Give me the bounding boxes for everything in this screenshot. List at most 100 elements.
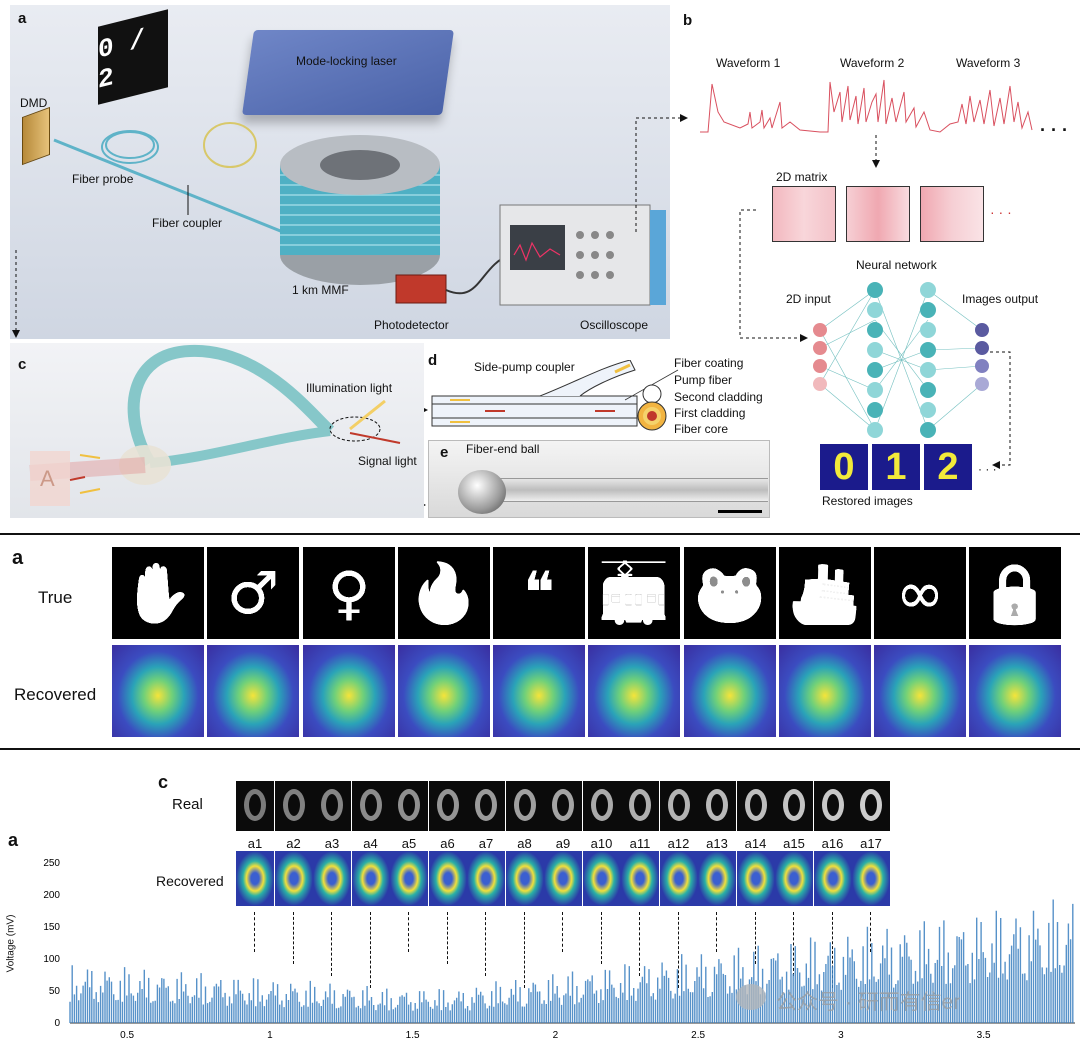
real-frame-shape: [667, 789, 690, 821]
side-pump-coupler-drawing: [431, 360, 679, 431]
matrix-2: [846, 186, 910, 242]
frame-label: a15: [783, 836, 805, 851]
frame-arrow: [408, 912, 409, 952]
real-frame-shape: [590, 789, 613, 821]
real-frame-shape: [513, 789, 536, 821]
recovered-fire: [398, 645, 490, 737]
y-tick-label: 200: [43, 890, 60, 901]
legend-coating: Fiber coating: [674, 356, 744, 370]
recovered-frame: [467, 851, 505, 906]
mmf-label: 1 km MMF: [292, 283, 349, 297]
fiber-end-ball: [458, 470, 506, 514]
real-frame: [659, 781, 698, 831]
real-frame-shape: [552, 789, 574, 821]
frame-label: a17: [860, 836, 882, 851]
recovered-frame: [852, 851, 890, 906]
recovered-frame: [313, 851, 351, 906]
panel-c-letter: c: [18, 356, 27, 373]
frame-arrow: [870, 912, 871, 952]
frame-label: a14: [744, 836, 767, 851]
real-frame-shape: [706, 789, 728, 821]
real-frame-shape: [744, 789, 767, 821]
true-label: True: [38, 588, 73, 607]
real-frame-shape: [629, 789, 651, 821]
recovered-seq-label: Recovered: [156, 873, 224, 889]
real-frame: [351, 781, 390, 831]
legend-core: Fiber core: [674, 422, 729, 436]
x-tick-label: 2.5: [691, 1030, 705, 1041]
photodetector-label: Photodetector: [374, 318, 449, 332]
female-icon: ♀: [303, 547, 395, 639]
figure-3: c Real a Recovered Voltage (mV): [0, 750, 1080, 1043]
nn-label: Neural network: [856, 258, 937, 272]
frame-label: a12: [667, 836, 690, 851]
x-tick-label: 1: [267, 1030, 273, 1041]
restored-label: Restored images: [822, 494, 913, 508]
real-frame: [274, 781, 313, 831]
recovered-frame: [582, 851, 621, 906]
fiber-probe-drawing: [29, 344, 401, 506]
panel-c-scene: [10, 343, 424, 518]
frame-label: a13: [706, 836, 728, 851]
signal-label: Signal light: [358, 454, 417, 468]
fiber-probe-label: Fiber probe: [72, 172, 134, 186]
panel-d-letter: d: [428, 352, 438, 369]
x-tick-label: 3: [838, 1030, 844, 1041]
recovered-female: [303, 645, 395, 737]
real-frame: [736, 781, 775, 831]
legend-second: Second cladding: [674, 390, 763, 404]
recovered-frame: [236, 851, 274, 906]
frame-arrow: [292, 912, 294, 964]
recovered-frame: [736, 851, 775, 906]
oscilloscope-label: Oscilloscope: [580, 318, 649, 332]
real-frame: [775, 781, 813, 831]
frame-label: a8: [517, 836, 532, 851]
restored-digit-2: 2: [924, 444, 972, 490]
frame-label: a11: [629, 836, 651, 851]
recovered-tram: [588, 645, 680, 737]
recovered-label: Recovered: [14, 685, 97, 704]
recovered-infinity: [874, 645, 966, 737]
matrix-dots: · · ·: [990, 204, 1012, 220]
frame-arrow: [331, 912, 332, 976]
waveform-1-label: Waveform 1: [716, 56, 781, 70]
neural-network-diagram: [813, 282, 989, 438]
coupler-label: Side-pump coupler: [474, 360, 575, 374]
figure-2: a True Recovered ✋♂♀🔥❝🚋🐸🚢∞🔒: [0, 535, 1080, 748]
ball-label: Fiber-end ball: [466, 442, 540, 456]
x-tick-label: 3.5: [977, 1030, 991, 1041]
fiber-setup-drawing: [53, 122, 666, 306]
real-frame-shape: [821, 789, 844, 821]
frame-label: a7: [478, 836, 494, 851]
male-icon: ♂: [207, 547, 299, 639]
restored-digit-0: 0: [820, 444, 868, 490]
recovered-frame: [698, 851, 736, 906]
recovered-hand: [112, 645, 204, 737]
x-tick-label: 1.5: [406, 1030, 420, 1041]
waveform-traces: [700, 79, 1033, 133]
voltage-trace: [69, 899, 1074, 1023]
panel-e-letter: e: [440, 444, 449, 461]
frame-arrow: [754, 912, 756, 964]
real-frame: [236, 781, 274, 831]
recovered-frame: [813, 851, 852, 906]
scale-bar: [718, 510, 762, 513]
real-frame: [467, 781, 505, 831]
illumination-label: Illumination light: [306, 381, 393, 395]
ship-icon: 🚢: [779, 547, 871, 639]
fire-icon: 🔥: [398, 547, 490, 639]
real-frame: [313, 781, 351, 831]
lock-icon: 🔒: [969, 547, 1061, 639]
recovered-ship: [779, 645, 871, 737]
hand-icon: ✋: [112, 547, 204, 639]
real-frame-shape: [475, 789, 497, 821]
recovered-frame: [428, 851, 467, 906]
recovered-lock: [969, 645, 1061, 737]
frame-label: a4: [363, 836, 378, 851]
real-frame: [390, 781, 428, 831]
real-frame: [852, 781, 890, 831]
quote-icon: ❝: [493, 547, 585, 639]
watermark-logo-icon: [736, 984, 766, 1010]
frame-arrow: [254, 912, 255, 952]
